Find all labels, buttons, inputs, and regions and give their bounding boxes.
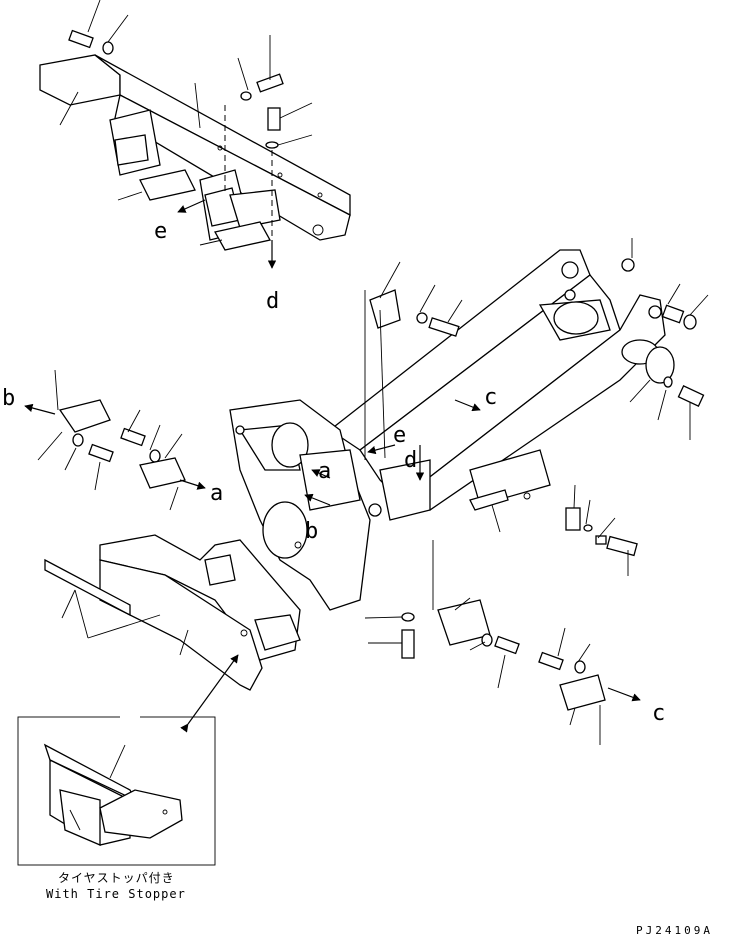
callout-e-top: e bbox=[154, 219, 167, 244]
inset-caption-japanese: タイヤストッパ付き bbox=[58, 871, 175, 885]
callout-b-frame: b bbox=[305, 519, 318, 544]
callout-e-frame: e bbox=[393, 423, 406, 448]
hardware-parts bbox=[58, 258, 705, 711]
drawing-code: PJ24109A bbox=[636, 924, 713, 936]
main-frame-assembly bbox=[44, 249, 666, 691]
callout-d-top: d bbox=[266, 289, 279, 314]
leader-lines bbox=[37, 238, 709, 745]
inset-caption-english: With Tire Stopper bbox=[46, 887, 186, 901]
callout-arrows bbox=[24, 399, 641, 733]
callout-b-left: b bbox=[2, 386, 15, 411]
top-crossmember-assembly bbox=[39, 0, 351, 269]
callout-c-upper: c bbox=[484, 385, 497, 410]
callout-a-left: a bbox=[210, 481, 223, 506]
callout-labels: e d b a a b c e d c bbox=[2, 219, 665, 726]
callout-c-lower: c bbox=[652, 701, 665, 726]
callout-a-frame: a bbox=[318, 459, 331, 484]
tire-stopper-inset: タイヤストッパ付き With Tire Stopper bbox=[17, 712, 216, 901]
callout-d-frame: d bbox=[404, 448, 417, 473]
